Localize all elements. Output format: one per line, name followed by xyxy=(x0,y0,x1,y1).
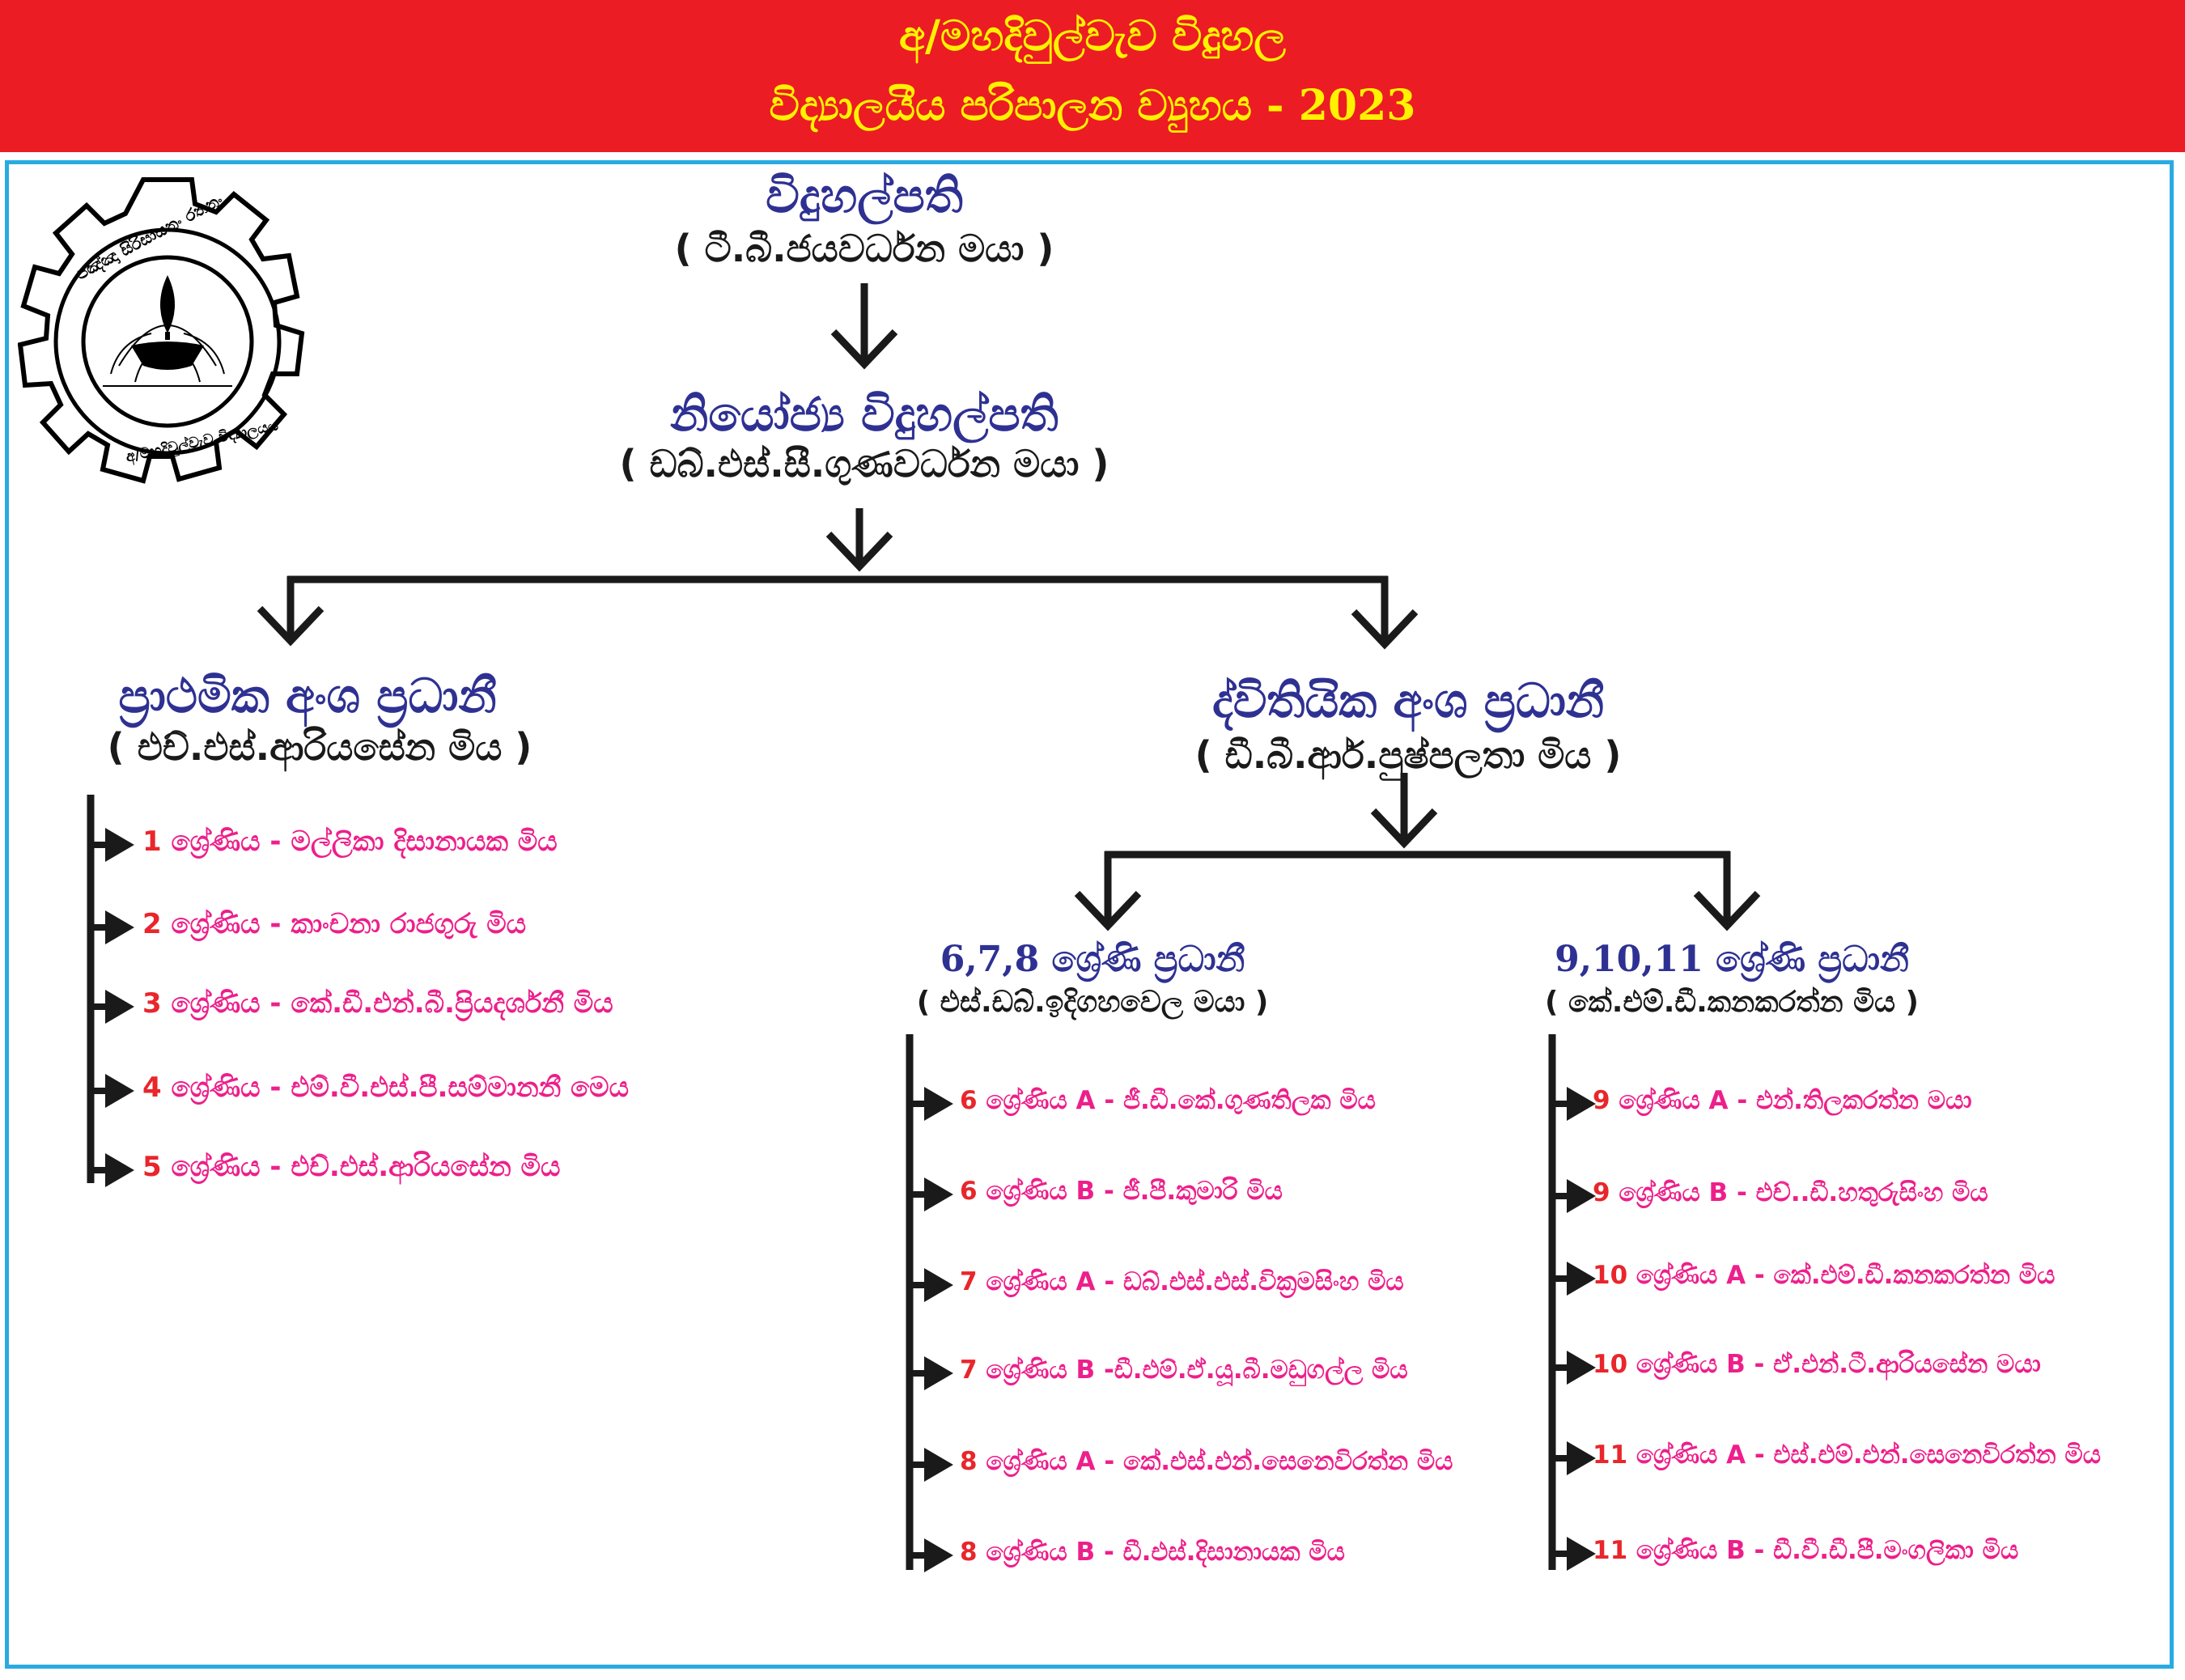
grades-91011-head-title: 9,10,11 ශ්‍රේණි ප්‍රධානී xyxy=(1555,939,1909,980)
grade-number: 4 xyxy=(142,1071,162,1104)
class-teacher-text: ශ්‍රේණිය A - එන්.තිලකරත්න මයා xyxy=(1610,1085,1972,1115)
content-frame xyxy=(5,160,2174,1669)
class-list-item: 3 ශ්‍රේණිය - කේ.ඩී.එන්.බී.ප්‍රියදර්ශනී ම… xyxy=(142,987,613,1020)
class-list-item: 2 ශ්‍රේණිය - කාංචනා රාජගුරු මිය xyxy=(142,908,526,940)
grade-number: 10 xyxy=(1593,1260,1628,1290)
class-teacher-text: ශ්‍රේණිය B - ඩී.වී.ඩී.පී.මංගලිකා මිය xyxy=(1627,1535,2019,1565)
list-arrow-head xyxy=(924,1087,953,1121)
list-arrow-head xyxy=(105,910,134,944)
grade-number: 6 xyxy=(960,1085,978,1115)
class-teacher-text: ශ්‍රේණිය A - කේ.එම්.ඩී.කනකරත්න මිය xyxy=(1627,1260,2056,1290)
class-teacher-text: ශ්‍රේණිය - කාංචනා රාජගුරු මිය xyxy=(161,907,527,940)
class-list-item: 7 ශ්‍රේණිය A - ඩබ්.එස්.එස්.වික්‍රමසිංහ ම… xyxy=(960,1267,1404,1297)
class-teacher-text: ශ්‍රේණිය - මල්ලිකා දිසානායක මිය xyxy=(161,825,558,858)
grade-number: 3 xyxy=(142,986,162,1020)
class-teacher-text: ශ්‍රේණිය B - ජී.පී.කුමාරි මිය xyxy=(977,1176,1283,1206)
class-list-item: 11 ශ්‍රේණිය B - ඩී.වී.ඩී.පී.මංගලිකා මිය xyxy=(1593,1536,2018,1566)
list-arrow-head xyxy=(1567,1441,1596,1475)
list-arrow-head xyxy=(924,1268,953,1302)
grade-number: 2 xyxy=(142,907,162,940)
grade-number: 1 xyxy=(142,825,162,858)
grade-number: 6 xyxy=(960,1176,978,1206)
class-teacher-text: ශ්‍රේණිය A - කේ.එස්.එන්.සෙනෙවිරත්න මිය xyxy=(977,1446,1453,1476)
grade-number: 11 xyxy=(1593,1535,1628,1565)
grade-number: 10 xyxy=(1593,1349,1628,1379)
school-name: අ/මහදිවුල්වැව විදුහල xyxy=(899,11,1286,61)
primary-head-title: ප්‍රාථමික අංශ ප්‍රධානී xyxy=(118,668,497,723)
primary-head-name: ( එච්.එස්.ආරියසේන මිය ) xyxy=(107,725,532,769)
grade-number: 11 xyxy=(1593,1440,1628,1470)
grades-678-head-name: ( එස්.ඩබ්.ඉදිගහවෙල මයා ) xyxy=(916,986,1269,1019)
class-list-item: 11 ශ්‍රේණිය A - එස්.එම්.එන්.සෙනෙවිරත්න ම… xyxy=(1593,1440,2101,1470)
class-teacher-text: ශ්‍රේණිය B - ඩී.එස්.දිසානායක මිය xyxy=(977,1537,1345,1567)
grade-number: 9 xyxy=(1593,1177,1610,1207)
grades-678-head-title: 6,7,8 ශ්‍රේණි ප්‍රධානී xyxy=(940,939,1245,980)
class-teacher-text: ශ්‍රේණිය - එච්.එස්.ආරියසේන මිය xyxy=(161,1150,561,1183)
list-arrow-head xyxy=(105,1153,134,1187)
list-arrow-head xyxy=(105,828,134,862)
list-arrow-head xyxy=(924,1538,953,1572)
list-arrow-head xyxy=(1567,1179,1596,1213)
secondary-head-name: ( ඩී.බී.ආර්.පුෂ්පලතා මිය ) xyxy=(1194,733,1622,777)
class-list-item: 6 ශ්‍රේණිය A - ජී.ඩී.කේ.ගුණතිලක මිය xyxy=(960,1086,1376,1116)
list-arrow-head xyxy=(105,990,134,1024)
list-arrow-head xyxy=(924,1356,953,1390)
class-list-item: 9 ශ්‍රේණිය B - එච්..ඩී.හතුරුසිංහ මිය xyxy=(1593,1178,1988,1208)
grade-number: 7 xyxy=(960,1355,978,1385)
list-arrow-head xyxy=(105,1074,134,1108)
class-list-item: 1 ශ්‍රේණිය - මල්ලිකා දිසානායක මිය xyxy=(142,825,558,858)
class-teacher-text: ශ්‍රේණිය B -ඩී.එම්.ඒ.යූ.බී.මඩුගල්ල මිය xyxy=(977,1355,1408,1385)
class-teacher-text: ශ්‍රේණිය - කේ.ඩී.එන්.බී.ප්‍රියදර්ශනී මිය xyxy=(161,986,613,1020)
principal-name: ( ටී.බී.ජයවර්ධන මයා ) xyxy=(674,227,1054,270)
class-teacher-text: ශ්‍රේණිය A - ඩබ්.එස්.එස්.වික්‍රමසිංහ මිය xyxy=(977,1266,1404,1296)
class-teacher-text: ශ්‍රේණිය A - ජී.ඩී.කේ.ගුණතිලක මිය xyxy=(977,1085,1376,1115)
school-crest-lamp-icon: පඤ්ඤා සිරිසාසනං රතනං අ/මහදිවුල්වැව විද්‍… xyxy=(18,177,305,484)
class-list-item: 9 ශ්‍රේණිය A - එන්.තිලකරත්න මයා xyxy=(1593,1086,1972,1116)
class-list-item: 7 ශ්‍රේණිය B -ඩී.එම්.ඒ.යූ.බී.මඩුගල්ල මිය xyxy=(960,1355,1408,1385)
chart-title: විද්‍යාලයීය පරිපාලන ව්‍යුහය - 2023 xyxy=(769,81,1416,130)
class-teacher-text: ශ්‍රේණිය B - ඒ.එන්.ටී.ආරියසේන මයා xyxy=(1627,1349,2041,1379)
class-list-item: 4 ශ්‍රේණිය - එම්.වී.එස්.පී.සම්මානනී මෙය xyxy=(142,1071,629,1104)
list-arrow-head xyxy=(924,1448,953,1482)
class-list-item: 10 ශ්‍රේණිය B - ඒ.එන්.ටී.ආරියසේන මයා xyxy=(1593,1350,2041,1380)
secondary-head-title: ද්විතියික අංශ ප්‍රධානී xyxy=(1211,673,1605,728)
list-arrow-head xyxy=(1567,1351,1596,1385)
grade-number: 7 xyxy=(960,1266,978,1296)
grade-number: 5 xyxy=(142,1150,162,1183)
deputy-title: නියෝජ්‍ය විදුහල්පති xyxy=(670,387,1059,442)
principal-title: විදුහල්පති xyxy=(766,168,963,223)
deputy-name: ( ඩබ්.එස්.සී.ගුණවර්ධන මයා ) xyxy=(619,442,1109,486)
grade-number: 8 xyxy=(960,1446,978,1476)
class-list-item: 6 ශ්‍රේණිය B - ජී.පී.කුමාරි මිය xyxy=(960,1177,1283,1207)
list-arrow-head xyxy=(1567,1262,1596,1296)
class-teacher-text: ශ්‍රේණිය B - එච්..ඩී.හතුරුසිංහ මිය xyxy=(1610,1177,1988,1207)
grades-91011-head-name: ( කේ.එම්.ඩී.කනකරත්න මිය ) xyxy=(1545,986,1919,1019)
class-list-item: 8 ශ්‍රේණිය A - කේ.එස්.එන්.සෙනෙවිරත්න මිය xyxy=(960,1447,1453,1477)
list-arrow-head xyxy=(1567,1537,1596,1571)
class-list-item: 10 ශ්‍රේණිය A - කේ.එම්.ඩී.කනකරත්න මිය xyxy=(1593,1261,2055,1291)
list-arrow-head xyxy=(1567,1087,1596,1121)
class-list-item: 5 ශ්‍රේණිය - එච්.එස්.ආරියසේන මිය xyxy=(142,1151,560,1183)
class-list-item: 8 ශ්‍රේණිය B - ඩී.එස්.දිසානායක මිය xyxy=(960,1538,1345,1568)
class-teacher-text: ශ්‍රේණිය A - එස්.එම්.එන්.සෙනෙවිරත්න මිය xyxy=(1627,1440,2101,1470)
grade-number: 8 xyxy=(960,1537,978,1567)
header-banner: අ/මහදිවුල්වැව විදුහල විද්‍යාලයීය පරිපාලන… xyxy=(0,0,2185,152)
list-arrow-head xyxy=(924,1177,953,1211)
grade-number: 9 xyxy=(1593,1085,1610,1115)
class-teacher-text: ශ්‍රේණිය - එම්.වී.එස්.පී.සම්මානනී මෙය xyxy=(161,1071,630,1104)
